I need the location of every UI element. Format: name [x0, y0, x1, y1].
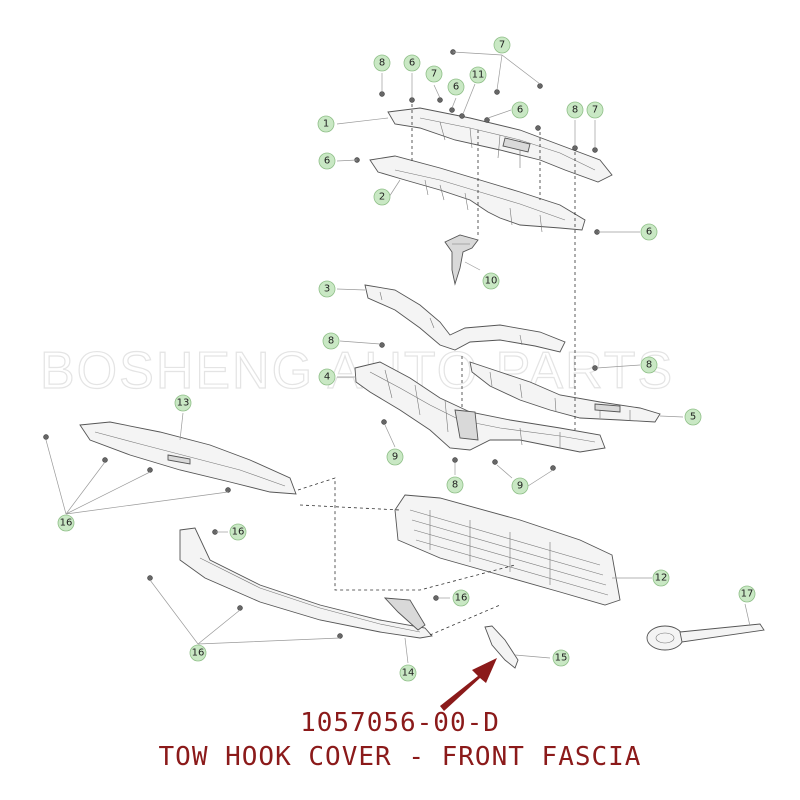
- leader-lines: [45, 51, 751, 664]
- part-description-caption: TOW HOOK COVER - FRONT FASCIA: [158, 742, 642, 772]
- svg-text:13: 13: [177, 398, 190, 409]
- callout-13: 13: [174, 394, 192, 412]
- callout-16a: 16: [57, 514, 75, 532]
- highlight-arrow: [440, 658, 497, 711]
- svg-text:2: 2: [379, 192, 385, 203]
- svg-text:5: 5: [690, 412, 696, 423]
- part-14-lower-trim-strip: [179, 527, 433, 639]
- callout-14: 14: [399, 664, 417, 682]
- svg-text:11: 11: [472, 70, 485, 81]
- svg-text:9: 9: [517, 481, 523, 492]
- svg-text:4: 4: [324, 372, 330, 383]
- callout-16d: 16: [452, 589, 470, 607]
- svg-text:7: 7: [499, 40, 505, 51]
- svg-text:3: 3: [324, 284, 330, 295]
- callout-4: 4: [318, 368, 336, 386]
- svg-text:16: 16: [455, 593, 468, 604]
- callout-8b: 8: [566, 101, 584, 119]
- callout-6c: 6: [403, 54, 421, 72]
- part-12-lower-grille: [394, 494, 621, 606]
- svg-text:12: 12: [655, 573, 668, 584]
- part-15-tow-hook-cover: [484, 625, 519, 669]
- part-10-emblem-bracket: [444, 234, 479, 286]
- svg-text:6: 6: [517, 105, 523, 116]
- svg-text:8: 8: [328, 336, 334, 347]
- svg-text:8: 8: [379, 58, 385, 69]
- part-4-lower-reinforcement: [354, 361, 606, 453]
- svg-text:15: 15: [555, 653, 568, 664]
- svg-text:6: 6: [409, 58, 415, 69]
- part-number-caption: 1057056-00-D: [300, 708, 500, 738]
- svg-text:9: 9: [392, 452, 398, 463]
- svg-text:16: 16: [192, 648, 205, 659]
- callout-11: 11: [469, 66, 487, 84]
- callout-8a: 8: [373, 54, 391, 72]
- callout-8d: 8: [640, 356, 658, 374]
- assembly-guide-lines: [297, 104, 576, 636]
- callout-7b: 7: [425, 65, 443, 83]
- callout-6e: 6: [511, 101, 529, 119]
- callout-15: 15: [552, 649, 570, 667]
- svg-text:16: 16: [232, 527, 245, 538]
- svg-text:16: 16: [60, 518, 73, 529]
- svg-text:8: 8: [572, 105, 578, 116]
- svg-text:1: 1: [323, 119, 329, 130]
- callout-5: 5: [684, 408, 702, 426]
- svg-text:8: 8: [646, 360, 652, 371]
- svg-text:8: 8: [452, 480, 458, 491]
- callout-6a: 6: [318, 152, 336, 170]
- callout-7c: 7: [586, 101, 604, 119]
- callout-10: 10: [482, 272, 500, 290]
- callout-1: 1: [317, 115, 335, 133]
- svg-text:14: 14: [402, 668, 415, 679]
- callout-2: 2: [373, 188, 391, 206]
- svg-text:17: 17: [741, 589, 754, 600]
- svg-text:7: 7: [431, 69, 437, 80]
- callout-7a: 7: [493, 36, 511, 54]
- fastener-set: [43, 49, 600, 639]
- part-3-upper-trim: [364, 284, 566, 353]
- svg-text:7: 7: [592, 105, 598, 116]
- svg-text:6: 6: [453, 82, 459, 93]
- callout-9b: 9: [511, 477, 529, 495]
- part-13-upper-grille-panel: [79, 421, 297, 495]
- callout-8e: 8: [446, 476, 464, 494]
- part-17-tow-hook: [646, 623, 765, 651]
- svg-text:6: 6: [324, 156, 330, 167]
- svg-text:10: 10: [485, 276, 498, 287]
- callout-6d: 6: [447, 78, 465, 96]
- svg-text:6: 6: [646, 227, 652, 238]
- part-2-upper-beam: [369, 155, 586, 233]
- callout-9a: 9: [386, 448, 404, 466]
- callout-16b: 16: [229, 523, 247, 541]
- part-5-grille-trim-strip: [469, 361, 661, 423]
- callout-3: 3: [318, 280, 336, 298]
- callout-8c: 8: [322, 332, 340, 350]
- callout-6b: 6: [640, 223, 658, 241]
- callout-12: 12: [652, 569, 670, 587]
- callout-16c: 16: [189, 644, 207, 662]
- callout-17: 17: [738, 585, 756, 603]
